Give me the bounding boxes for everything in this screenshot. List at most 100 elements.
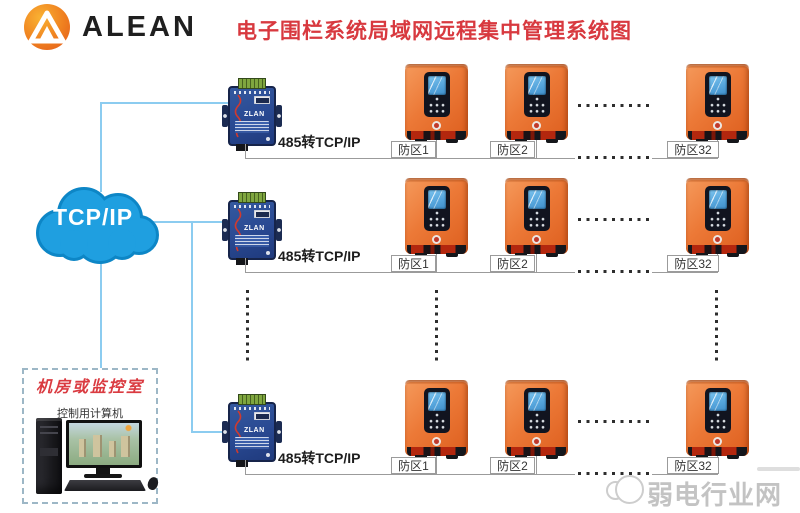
device-ellipsis-row3 <box>578 420 650 423</box>
device-foot <box>446 253 458 257</box>
zone-label-row2-32: 防区32 <box>667 255 719 272</box>
device-wiring-strip <box>688 131 747 140</box>
monitor-stand <box>96 468 110 474</box>
wire-converter-drop-row1 <box>245 144 246 158</box>
zone-label-row2-2: 防区2 <box>490 255 535 272</box>
fence-host-row3-zone2 <box>505 380 568 459</box>
device-top-edge <box>686 380 749 384</box>
serial-port <box>236 258 248 265</box>
device-badge-icon <box>432 437 441 446</box>
device-panel <box>523 186 550 231</box>
device-panel <box>704 186 731 231</box>
fence-host-row3-zone32 <box>686 380 749 459</box>
converter-brand-text: ZLAN <box>244 225 265 232</box>
wire-bus-row1 <box>245 158 575 159</box>
device-panel <box>423 186 450 231</box>
wire-bus-row2 <box>245 272 575 273</box>
device-foot <box>546 455 558 459</box>
device-keypad <box>426 413 447 430</box>
link-row2-horizontal <box>150 221 228 223</box>
bus-ellipsis-row3 <box>578 472 650 475</box>
device-panel <box>423 72 450 117</box>
device-wiring-strip <box>688 447 747 456</box>
device-lcd-screen <box>427 392 446 411</box>
status-led <box>266 137 270 141</box>
tcpip-cloud <box>36 187 159 264</box>
computer-tower-icon <box>36 418 62 494</box>
spec-table <box>235 121 269 133</box>
device-badge-icon <box>713 121 722 130</box>
wire-drop-zone1-row3 <box>436 456 437 474</box>
device-wiring-strip <box>688 245 747 254</box>
device-ellipsis-row2 <box>578 218 650 221</box>
row-ellipsis-zone1-column <box>435 290 438 362</box>
serial-converter-row3: ZLAN <box>222 394 282 467</box>
wire-converter-drop-row2 <box>245 258 246 272</box>
device-keypad <box>707 211 728 228</box>
device-top-edge <box>505 64 568 68</box>
serial-converter-row2: ZLAN <box>222 192 282 265</box>
device-foot <box>546 253 558 257</box>
control-computer-label: 控制用计算机 <box>57 408 123 420</box>
device-foot <box>727 455 739 459</box>
port-markings <box>234 91 270 94</box>
wire-bus-end-row1 <box>652 158 718 159</box>
device-keypad <box>426 211 447 228</box>
mount-ear-right <box>276 105 282 127</box>
mountain-triangle-icon <box>28 10 66 44</box>
device-foot <box>446 139 458 143</box>
device-keypad <box>526 97 547 114</box>
link-cloud-to-control-room <box>100 256 102 368</box>
zone-label-row1-2: 防区2 <box>490 141 535 158</box>
device-badge-icon <box>532 121 541 130</box>
wire-drop-zone1-row2 <box>436 254 437 272</box>
device-ellipsis-row1 <box>578 104 650 107</box>
wire-drop-zone2-row3 <box>536 456 537 474</box>
diagram-title: 电子围栏系统局域网远程集中管理系统图 <box>236 20 632 43</box>
device-panel <box>523 388 550 433</box>
zone-label-row1-32: 防区32 <box>667 141 719 158</box>
zone-label-row1-1: 防区1 <box>391 141 436 158</box>
serial-converter-row1: ZLAN <box>222 78 282 151</box>
device-top-edge <box>505 380 568 384</box>
wire-bus-end-row2 <box>652 272 718 273</box>
device-badge-icon <box>713 235 722 244</box>
device-panel <box>704 388 731 433</box>
device-badge-icon <box>432 121 441 130</box>
device-badge-icon <box>432 235 441 244</box>
device-top-edge <box>405 380 468 384</box>
wire-drop-zone2-row2 <box>536 254 537 272</box>
zone-label-row3-1: 防区1 <box>391 457 436 474</box>
zone-label-row3-2: 防区2 <box>490 457 535 474</box>
fence-host-row1-zone2 <box>505 64 568 143</box>
wire-drop-zone1-row1 <box>436 140 437 158</box>
device-top-edge <box>405 178 468 182</box>
converter-caption-row2: 485转TCP/IP <box>278 248 361 264</box>
watermark-accent-bar <box>757 467 800 471</box>
link-cloud-to-row1 <box>100 102 102 192</box>
spec-table <box>235 235 269 247</box>
row-ellipsis-zone32-column <box>715 290 718 362</box>
cloud-protocol-label: TCP/IP <box>52 204 134 230</box>
monitor-screen <box>69 423 139 465</box>
converter-brand-text: ZLAN <box>244 111 265 118</box>
keyboard-icon <box>64 480 146 491</box>
label-chip <box>254 96 270 104</box>
device-wiring-strip <box>507 447 566 456</box>
mount-ear-left <box>222 421 228 443</box>
device-wiring-strip <box>507 131 566 140</box>
alean-logo-icon <box>24 4 70 50</box>
mount-ear-left <box>222 105 228 127</box>
zone-label-row3-32: 防区32 <box>667 457 719 474</box>
wire-bus-row3 <box>245 474 575 475</box>
watermark-logo-icon <box>615 475 644 504</box>
fence-host-row2-zone2 <box>505 178 568 257</box>
device-top-edge <box>405 64 468 68</box>
device-keypad <box>707 413 728 430</box>
fence-host-row1-zone1 <box>405 64 468 143</box>
device-wiring-strip <box>407 245 466 254</box>
link-row3-horizontal <box>191 431 228 433</box>
watermark-site-name: 弱电行业网 <box>647 480 783 510</box>
bus-ellipsis-row1 <box>578 156 650 159</box>
label-chip <box>254 412 270 420</box>
